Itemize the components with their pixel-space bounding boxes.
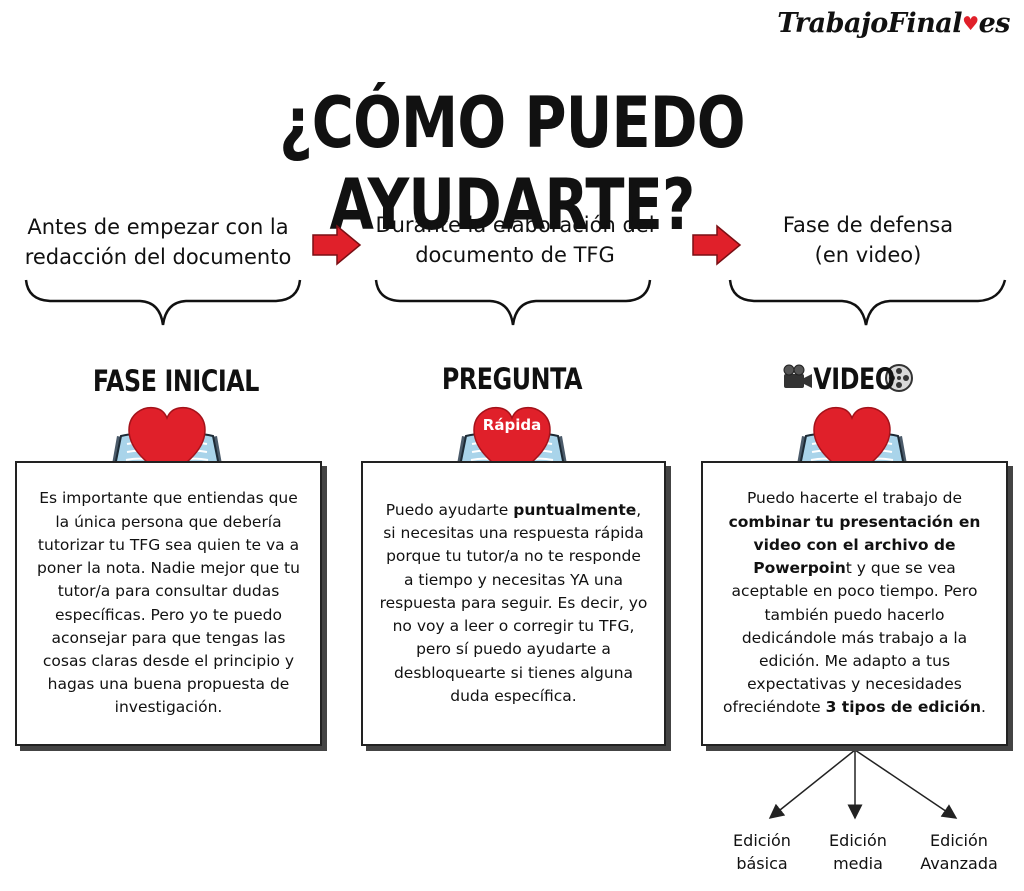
card-video: Puedo hacerte el trabajo de combinar tu … bbox=[701, 461, 1008, 746]
stage-1-line1: Antes de empezar con la bbox=[27, 215, 289, 239]
stage-2-line1: Durante la elaboración del bbox=[375, 213, 655, 237]
phase-heading-pregunta: PREGUNTA bbox=[441, 362, 583, 396]
brace-icon-1 bbox=[24, 279, 302, 326]
card-fase-inicial-text: Es importante que entiendas que la única… bbox=[37, 489, 300, 717]
film-reel-icon bbox=[885, 364, 913, 392]
card-video-emphasis-1: combinar tu presentación en video con el… bbox=[728, 512, 981, 578]
card-fase-inicial: Es importante que entiendas que la única… bbox=[15, 461, 322, 746]
edition-media: Edición media bbox=[803, 829, 913, 875]
card-pregunta-text: Puedo ayudarte puntualmente, si necesita… bbox=[379, 499, 648, 708]
page-title: ¿CÓMO PUEDO AYUDARTE? bbox=[279, 82, 745, 246]
card-pregunta-p2: , si necesitas una respuesta rápida porq… bbox=[379, 501, 648, 636]
card-video-text: Puedo hacerte el trabajo de combinar tu … bbox=[719, 487, 990, 719]
stage-3-label: Fase de defensa (en video) bbox=[718, 210, 1018, 270]
stage-1-line2: redacción del documento bbox=[24, 245, 292, 269]
phase-heading-inicial: FASE INICIAL bbox=[92, 364, 260, 398]
connector-line-avanzada bbox=[854, 749, 958, 819]
edition-avanzada-line1: Edición bbox=[930, 831, 988, 850]
card-pregunta-emphasis: puntualmente bbox=[513, 501, 637, 520]
stage-2-line2: documento de TFG bbox=[415, 243, 615, 267]
stage-2-label: Durante la elaboración del documento de … bbox=[365, 210, 665, 270]
edition-avanzada-line2: Avanzada bbox=[920, 854, 998, 873]
stage-3-line1: Fase de defensa bbox=[782, 213, 954, 237]
logo-text: TrabajoFinal bbox=[777, 8, 963, 39]
logo-heart-icon: ♥ bbox=[962, 13, 979, 35]
rapida-badge: Rápida bbox=[482, 416, 542, 434]
brace-icon-3 bbox=[728, 279, 1007, 326]
stage-3-line2: (en video) bbox=[814, 243, 922, 267]
connector-line-basica bbox=[768, 749, 856, 819]
edition-avanzada: Edición Avanzada bbox=[904, 829, 1014, 875]
edition-basica-line1: Edición bbox=[733, 831, 791, 850]
arrow-right-icon-2 bbox=[692, 224, 742, 266]
brace-icon-2 bbox=[374, 279, 652, 326]
phase-heading-video: VIDEO bbox=[813, 362, 895, 396]
edition-media-line1: Edición bbox=[829, 831, 887, 850]
logo-suffix: es bbox=[978, 8, 1011, 39]
edition-media-line2: media bbox=[833, 854, 883, 873]
card-video-p1: Puedo hacerte el trabajo de bbox=[746, 489, 963, 508]
card-video-p2: t y que se vea aceptable en poco tiempo.… bbox=[723, 559, 978, 717]
card-video-emphasis-2: 3 tipos de edición bbox=[825, 698, 981, 717]
edition-basica-line2: básica bbox=[736, 854, 788, 873]
card-video-p3: . bbox=[981, 698, 986, 717]
stage-1-label: Antes de empezar con la redacción del do… bbox=[8, 212, 308, 272]
arrow-right-icon-1 bbox=[312, 224, 362, 266]
card-pregunta: Puedo ayudarte puntualmente, si necesita… bbox=[361, 461, 666, 746]
card-pregunta-p1: Puedo ayudarte bbox=[385, 501, 514, 520]
card-pregunta-p3: pero sí puedo ayudarte a desbloquearte s… bbox=[393, 640, 634, 705]
edition-basica: Edición básica bbox=[707, 829, 817, 875]
brand-logo: TrabajoFinal♥es bbox=[777, 8, 1010, 39]
movie-camera-icon bbox=[783, 364, 812, 388]
